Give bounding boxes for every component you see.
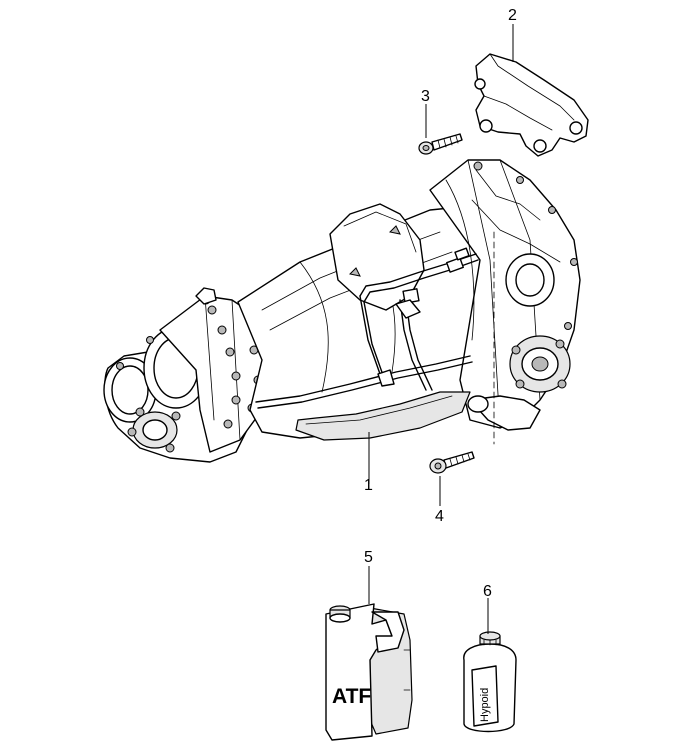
callout-numbers: 1 2 3 4 5 6	[364, 7, 517, 600]
callout-3: 3	[421, 88, 430, 105]
bolt-lower	[429, 451, 475, 474]
atf-label: ATF	[332, 685, 371, 708]
fluid-lines	[255, 247, 479, 409]
callout-4: 4	[435, 508, 444, 525]
callout-leaders	[368, 24, 514, 634]
bolt-upper	[418, 133, 463, 155]
callout-6: 6	[483, 583, 492, 600]
callout-1: 1	[364, 477, 373, 494]
bracket-part	[474, 53, 589, 157]
hypoid-label: Hypoid	[479, 688, 491, 722]
callout-2: 2	[508, 7, 517, 24]
callout-5: 5	[364, 549, 373, 566]
transmission-assembly	[103, 159, 581, 463]
atf-canister: ATF	[325, 603, 413, 741]
hypoid-bottle: Hypoid	[463, 631, 517, 733]
